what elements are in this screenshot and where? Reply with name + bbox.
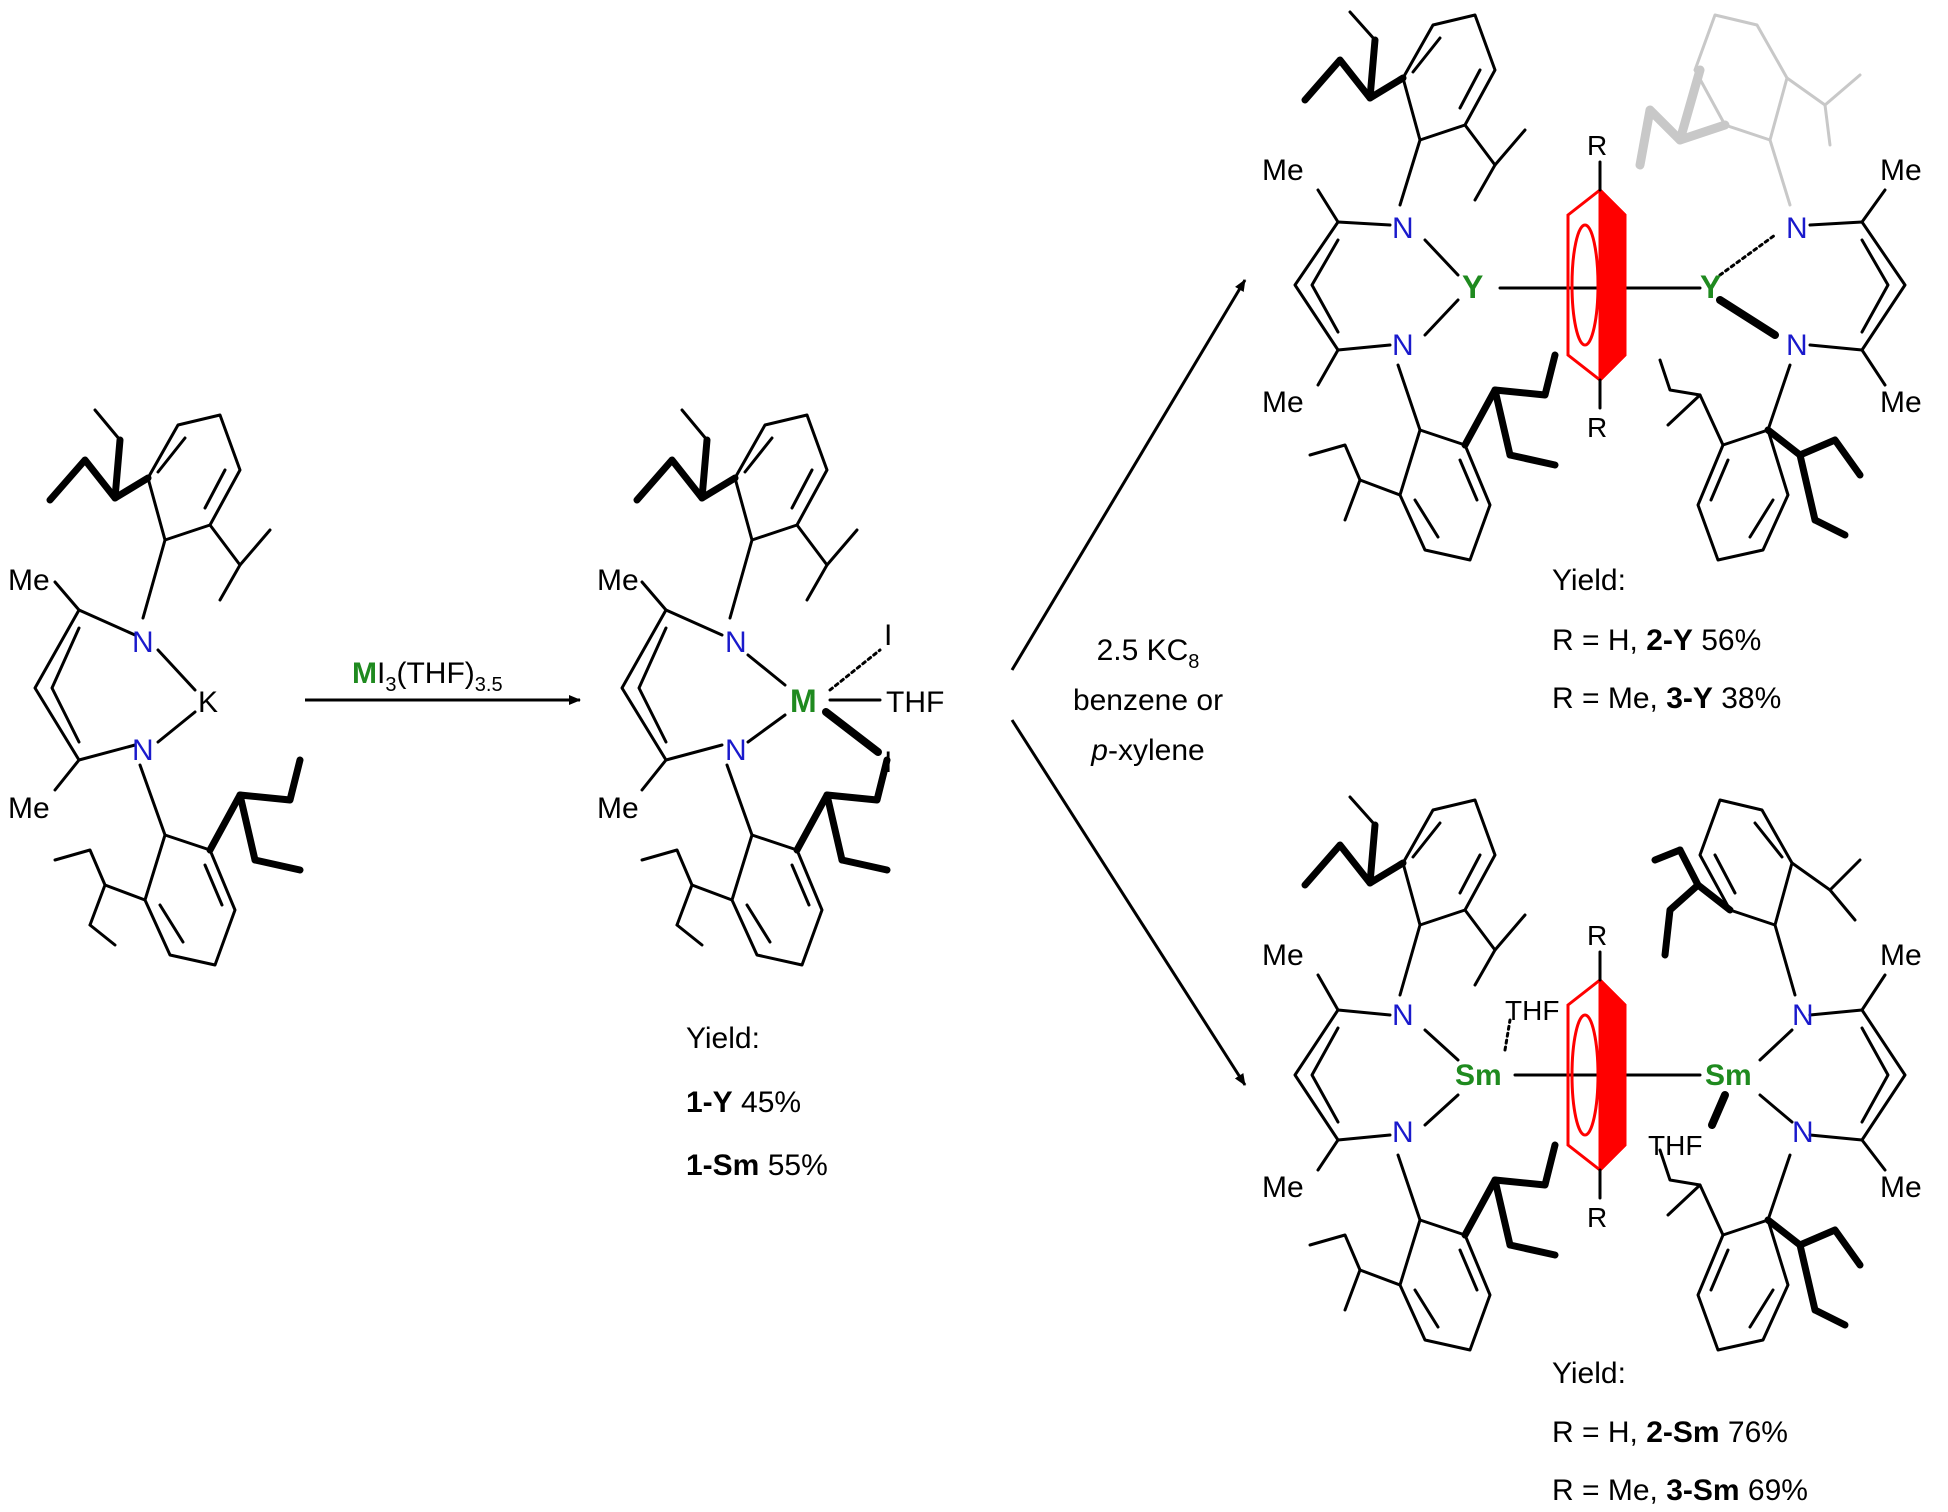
step2-line2: benzene or	[1073, 684, 1223, 717]
n-label-b1: N	[725, 626, 747, 659]
step1-sub2: 3.5	[475, 674, 503, 696]
yield-heading-y: Yield:	[1552, 564, 1626, 597]
samarium-label-2: Sm	[1705, 1059, 1752, 1092]
me-label-a2: Me	[8, 792, 50, 825]
yield-row-1sm: 1-Sm 55%	[686, 1149, 828, 1182]
arene-ring-yttrium	[1566, 160, 1627, 410]
step1-thf: (THF)	[396, 657, 474, 690]
me-label-y4: Me	[1880, 386, 1922, 419]
yield-row-3y: R = Me, 3-Y 38%	[1552, 682, 1781, 715]
yield-row-3sm: R = Me, 3-Sm 69%	[1552, 1474, 1808, 1507]
yield-row-2y: R = H, 2-Y 56%	[1552, 624, 1761, 657]
yield-row-2sm: R = H, 2-Sm 76%	[1552, 1416, 1788, 1449]
me-label-sm1: Me	[1262, 939, 1304, 972]
n-label-sm2: N	[1392, 1116, 1414, 1149]
faded-aryl-group	[1635, 13, 1862, 207]
n-label-a2: N	[132, 734, 154, 767]
metal-label-b: M	[790, 683, 817, 719]
r-label-sm2: R	[1587, 1202, 1607, 1233]
metal-diiodide-complex	[620, 408, 891, 967]
step1-reagent: MI3(THF)3.5	[352, 657, 503, 696]
me-label-a1: Me	[8, 564, 50, 597]
me-label-y2: Me	[1262, 386, 1304, 419]
arene-ring-samarium	[1566, 950, 1627, 1200]
n-label-y2: N	[1392, 329, 1414, 362]
reaction-arrow-lower	[1010, 719, 1247, 1086]
me-label-b2: Me	[597, 792, 639, 825]
n-label-sm4: N	[1792, 1116, 1814, 1149]
step2-line1: 2.5 KC8	[1097, 634, 1200, 673]
step1-iodide: I	[377, 657, 385, 690]
yttrium-label-1: Y	[1462, 269, 1483, 305]
n-label-sm3: N	[1792, 999, 1814, 1032]
thf-label-sm1: THF	[1505, 995, 1559, 1026]
r-label-y1: R	[1587, 130, 1607, 161]
n-label-y1: N	[1392, 212, 1414, 245]
step2-line3: p-xylene	[1090, 734, 1204, 767]
yield-heading-1: Yield:	[686, 1022, 760, 1055]
me-label-y3: Me	[1880, 154, 1922, 187]
r-label-sm1: R	[1587, 920, 1607, 951]
me-label-sm2: Me	[1262, 1171, 1304, 1204]
iodide-label-b1: I	[884, 619, 892, 652]
me-label-y1: Me	[1262, 154, 1304, 187]
me-label-sm4: Me	[1880, 1171, 1922, 1204]
thf-label-b: THF	[886, 686, 944, 719]
step1-metal: M	[352, 657, 377, 690]
reaction-arrow-upper	[1010, 279, 1247, 671]
n-label-y3: N	[1786, 212, 1808, 245]
potassium-bdi-complex	[33, 408, 304, 967]
yttrium-arene-complex	[1293, 10, 1907, 562]
step2-reagents: 2.5 KC8 benzene or p-xylene	[1073, 634, 1223, 767]
yield-block-samarium: Yield: R = H, 2-Sm 76% R = Me, 3-Sm 69%	[1552, 1357, 1808, 1507]
n-label-a1: N	[132, 626, 154, 659]
k-label: K	[198, 686, 218, 719]
n-label-b2: N	[725, 734, 747, 767]
step1-sub1: 3	[385, 674, 396, 696]
yield-heading-sm: Yield:	[1552, 1357, 1626, 1390]
yield-row-1y: 1-Y 45%	[686, 1086, 801, 1119]
yield-block-intermediate: Yield: 1-Y 45% 1-Sm 55%	[686, 1022, 828, 1182]
n-label-sm1: N	[1392, 999, 1414, 1032]
iodide-label-b2: I	[884, 746, 892, 779]
me-label-b1: Me	[597, 564, 639, 597]
samarium-arene-complex	[1293, 795, 1907, 1352]
me-label-sm3: Me	[1880, 939, 1922, 972]
r-label-y2: R	[1587, 412, 1607, 443]
samarium-label-1: Sm	[1455, 1059, 1502, 1092]
yield-block-yttrium: Yield: R = H, 2-Y 56% R = Me, 3-Y 38%	[1552, 564, 1781, 715]
thf-label-sm2: THF	[1648, 1130, 1702, 1161]
n-label-y4: N	[1786, 329, 1808, 362]
yttrium-label-2: Y	[1700, 269, 1721, 305]
